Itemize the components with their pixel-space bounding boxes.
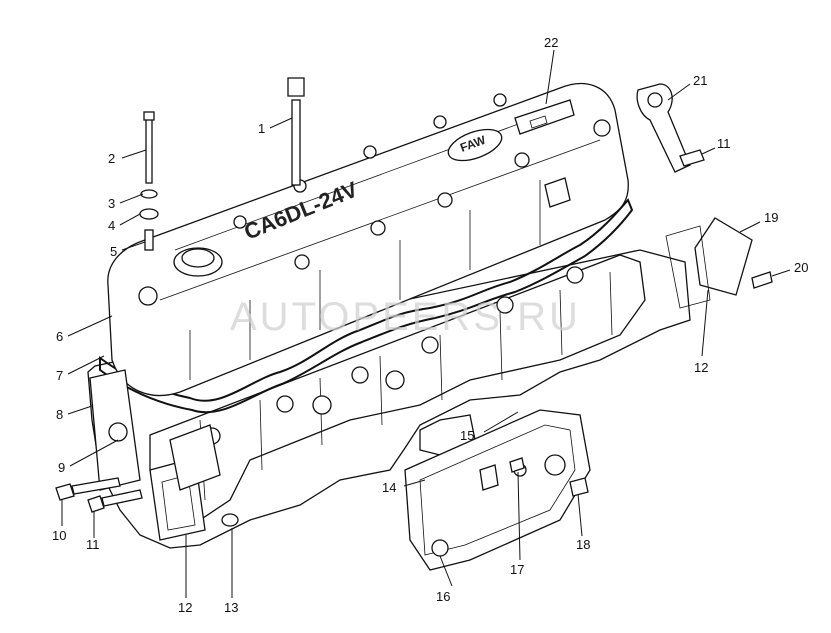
breather-port [544, 177, 571, 208]
callout-19: 19 [764, 210, 778, 225]
callout-3: 3 [108, 196, 115, 211]
callout-5: 5 [110, 244, 117, 259]
callout-16: 16 [436, 589, 450, 604]
callout-7: 7 [56, 368, 63, 383]
name-plate [514, 99, 575, 135]
callout-14: 14 [382, 480, 396, 495]
watermark: AUTOPEERS.RU [230, 295, 581, 339]
callout-8: 8 [56, 407, 63, 422]
callout-9: 9 [58, 460, 65, 475]
valve-cover-gasket [99, 198, 634, 414]
leader-lines [61, 49, 791, 598]
oil-filler-cap [173, 247, 223, 277]
callout-13: 13 [224, 600, 238, 615]
callout-labels: 1 2 3 4 5 6 7 8 9 10 11 12 13 14 15 16 1… [52, 35, 808, 615]
callout-12-right: 12 [694, 360, 708, 375]
callout-11-left: 11 [86, 537, 100, 552]
callout-21: 21 [693, 73, 707, 88]
front-cover [89, 369, 141, 491]
callout-12-bottom: 12 [178, 600, 192, 615]
callout-1: 1 [258, 121, 265, 136]
callout-20: 20 [794, 260, 808, 275]
callout-15: 15 [460, 428, 474, 443]
callout-18: 18 [576, 537, 590, 552]
callout-22: 22 [544, 35, 558, 50]
callout-6: 6 [56, 329, 63, 344]
callout-4: 4 [108, 218, 115, 233]
callout-11-right: 11 [717, 136, 731, 151]
valve-cover-ridge [159, 104, 601, 380]
callout-17: 17 [510, 562, 524, 577]
rear-cover-plate [665, 217, 753, 309]
valve-cover [107, 83, 629, 397]
callout-2: 2 [108, 151, 115, 166]
cover-bosses [138, 93, 611, 306]
bracket-assembly [404, 409, 591, 571]
brand-emblem: FAW [447, 128, 503, 162]
thermostat-housing [169, 424, 221, 491]
lifting-bracket [636, 83, 691, 173]
callout-10: 10 [52, 528, 66, 543]
